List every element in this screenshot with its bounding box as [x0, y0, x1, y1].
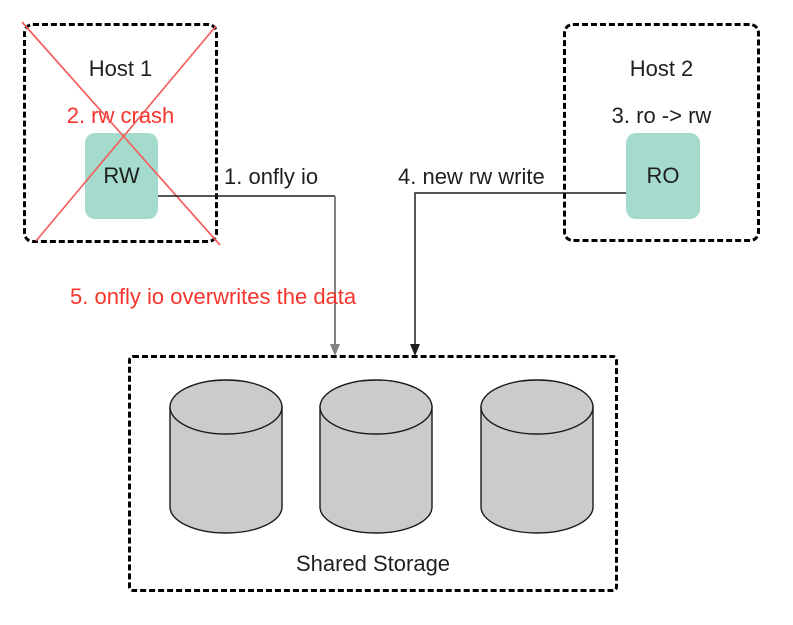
rw-node: RW: [85, 133, 158, 219]
onfly-io-label: 1. onfly io: [224, 164, 319, 189]
ro-node-label: RO: [646, 163, 680, 188]
host2-promote-label: 3. ro -> rw: [611, 103, 712, 128]
host2-box: Host 2 3. ro -> rw RO: [563, 23, 760, 242]
ro-node: RO: [626, 133, 700, 219]
shared-storage-title: Shared Storage: [295, 551, 451, 576]
shared-storage-box: Shared Storage: [128, 355, 618, 592]
new-rw-write-label: 4. new rw write: [398, 164, 545, 189]
host2-title: Host 2: [629, 56, 694, 81]
rw-node-label: RW: [103, 163, 140, 188]
host1-box: Host 1 2. rw crash RW: [23, 23, 218, 243]
overwrite-warning-label: 5. onfly io overwrites the data: [70, 284, 357, 309]
host1-crash-label: 2. rw crash: [66, 103, 175, 128]
host1-title: Host 1: [88, 56, 153, 81]
